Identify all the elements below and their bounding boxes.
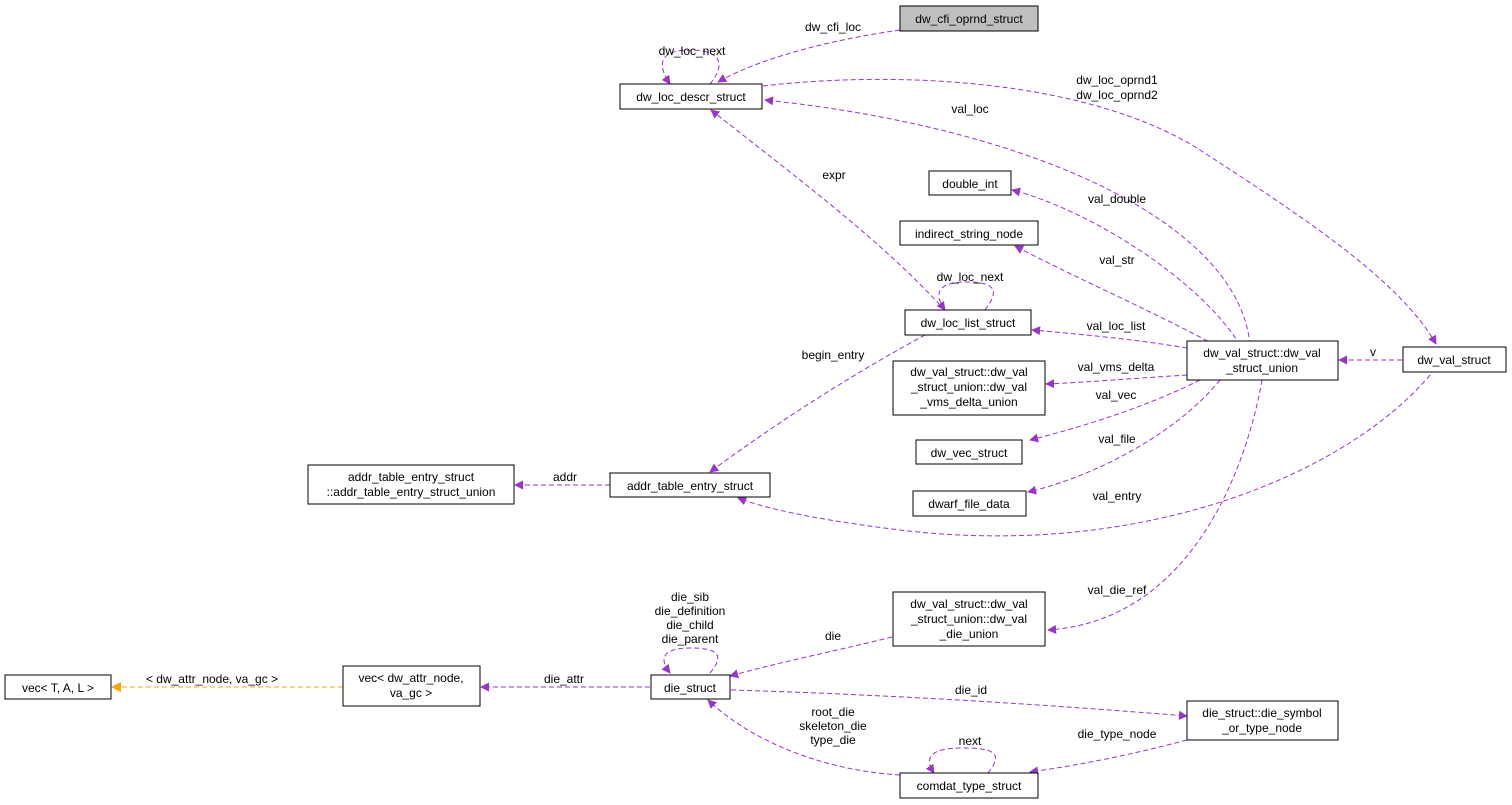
edge-begin-entry [709, 334, 926, 473]
edge-val-die-ref [1047, 379, 1263, 634]
svg-text:die_struct: die_struct [664, 681, 717, 695]
edge-expr [710, 109, 941, 306]
edge-label-val-vms-delta: val_vms_delta [1078, 360, 1155, 374]
node-dw-val-struct-union[interactable]: dw_val_struct::dw_val_struct_union [1186, 340, 1339, 381]
edge-label-val-die-ref: val_die_ref [1088, 583, 1147, 597]
node-addr-table-entry-struct[interactable]: addr_table_entry_struct [609, 472, 771, 498]
node-dw-val-struct[interactable]: dw_val_struct [1402, 346, 1507, 373]
edge-val-entry [737, 374, 1431, 537]
node-dw-val-vms-delta-union[interactable]: dw_val_struct::dw_val_struct_union::dw_v… [892, 360, 1046, 416]
svg-text:die_struct::die_symbol_or_type: die_struct::die_symbol_or_type_node [1202, 706, 1321, 735]
edge-label-die: die [825, 629, 841, 643]
node-die-struct[interactable]: die_struct [650, 674, 731, 700]
svg-text:dw_val_struct::dw_val_struct_u: dw_val_struct::dw_val_struct_union::dw_v… [910, 365, 1028, 409]
svg-text:dw_vec_struct: dw_vec_struct [931, 446, 1008, 460]
edge-die-type-node [1029, 739, 1188, 776]
svg-text:dw_loc_descr_struct: dw_loc_descr_struct [636, 90, 746, 104]
edge-val-loc-list [1031, 326, 1188, 349]
edge-label-v: v [1370, 345, 1376, 359]
svg-text:dw_val_struct::dw_val_struct_u: dw_val_struct::dw_val_struct_union [1203, 346, 1320, 375]
svg-text:comdat_type_struct: comdat_type_struct [917, 779, 1022, 793]
node-dw-loc-list-struct[interactable]: dw_loc_list_struct [904, 309, 1032, 336]
edge-die [729, 636, 893, 679]
edge-label-expr: expr [822, 168, 845, 182]
node-dw-vec-struct[interactable]: dw_vec_struct [915, 439, 1023, 465]
edge-label-begin-entry: begin_entry [802, 348, 865, 362]
svg-text:dw_loc_list_struct: dw_loc_list_struct [921, 316, 1016, 330]
svg-text:dw_val_struct: dw_val_struct [1417, 353, 1491, 367]
edge-label-die-type-node: die_type_node [1078, 727, 1157, 741]
svg-text:indirect_string_node: indirect_string_node [915, 227, 1023, 241]
edge-die-id [730, 689, 1188, 720]
edge-label-dw-cfi-loc: dw_cfi_loc [805, 20, 861, 34]
svg-text:addr_table_entry_struct: addr_table_entry_struct [627, 479, 754, 493]
edge-label-val-loc-list: val_loc_list [1087, 319, 1146, 333]
node-addr-table-entry-struct-union[interactable]: addr_table_entry_struct::addr_table_entr… [307, 464, 515, 505]
edge-val-file [1027, 379, 1221, 495]
edge-val-vec [1029, 379, 1201, 443]
svg-text:vec< T, A, L >: vec< T, A, L > [22, 681, 94, 695]
svg-text:dw_val_struct::dw_val_struct_u: dw_val_struct::dw_val_struct_union::dw_v… [910, 597, 1028, 641]
node-dw-loc-descr-struct[interactable]: dw_loc_descr_struct [619, 83, 763, 110]
edges [111, 29, 1437, 776]
edge-oprnd [762, 78, 1437, 345]
edge-label-addr: addr [553, 470, 577, 484]
edge-label-val-str: val_str [1099, 253, 1134, 267]
edge-comdat-self-loop [925, 747, 996, 774]
node-die-symbol-or-type-node[interactable]: die_struct::die_symbol_or_type_node [1186, 700, 1339, 741]
edge-val-double [1011, 187, 1241, 346]
svg-text:dwarf_file_data: dwarf_file_data [928, 497, 1010, 511]
edge-label-comdat-next: next [959, 734, 982, 748]
edge-label-descr-dw-loc-next: dw_loc_next [659, 44, 726, 58]
edge-val-vms-delta [1045, 374, 1188, 389]
nodes: dw_cfi_oprnd_struct dw_loc_descr_struct … [4, 5, 1507, 799]
edge-label-die-id: die_id [955, 683, 987, 697]
edge-label-val-loc: val_loc [951, 102, 988, 116]
edge-dw-cfi-loc [717, 29, 901, 83]
edge-val-loc [764, 96, 1251, 346]
svg-text:addr_table_entry_struct::addr_: addr_table_entry_struct::addr_table_entr… [327, 470, 496, 499]
edge-label-val-entry: val_entry [1093, 489, 1142, 503]
edge-label-list-dw-loc-next: dw_loc_next [937, 270, 1004, 284]
edge-label-die-attr: die_attr [544, 672, 584, 686]
svg-text:double_int: double_int [942, 177, 998, 191]
edge-label-val-file: val_file [1098, 432, 1136, 446]
svg-text:vec< dw_attr_node,va_gc >: vec< dw_attr_node,va_gc > [358, 671, 463, 700]
edge-label-val-double: val_double [1088, 192, 1146, 206]
edge-label-val-vec: val_vec [1096, 388, 1137, 402]
node-comdat-type-struct[interactable]: comdat_type_struct [899, 772, 1039, 799]
edge-comdat-to-die [707, 699, 901, 776]
edge-die-self-loop [661, 647, 719, 674]
edge-val-str [1014, 245, 1216, 346]
node-vec-t-a-l[interactable]: vec< T, A, L > [4, 674, 112, 700]
svg-text:dw_cfi_oprnd_struct: dw_cfi_oprnd_struct [915, 12, 1023, 26]
node-double-int[interactable]: double_int [928, 170, 1012, 196]
edge-label-template: < dw_attr_node, va_gc > [146, 672, 278, 686]
edge-descr-self-loop [661, 49, 720, 85]
node-indirect-string-node[interactable]: indirect_string_node [899, 220, 1039, 246]
node-dw-val-die-union[interactable]: dw_val_struct::dw_val_struct_union::dw_v… [892, 591, 1046, 647]
node-dwarf-file-data[interactable]: dwarf_file_data [912, 490, 1027, 517]
node-vec-dw-attr-node[interactable]: vec< dw_attr_node,va_gc > [342, 665, 481, 707]
edge-list-self-loop [936, 281, 994, 311]
node-dw-cfi-oprnd-struct[interactable]: dw_cfi_oprnd_struct [899, 5, 1039, 32]
